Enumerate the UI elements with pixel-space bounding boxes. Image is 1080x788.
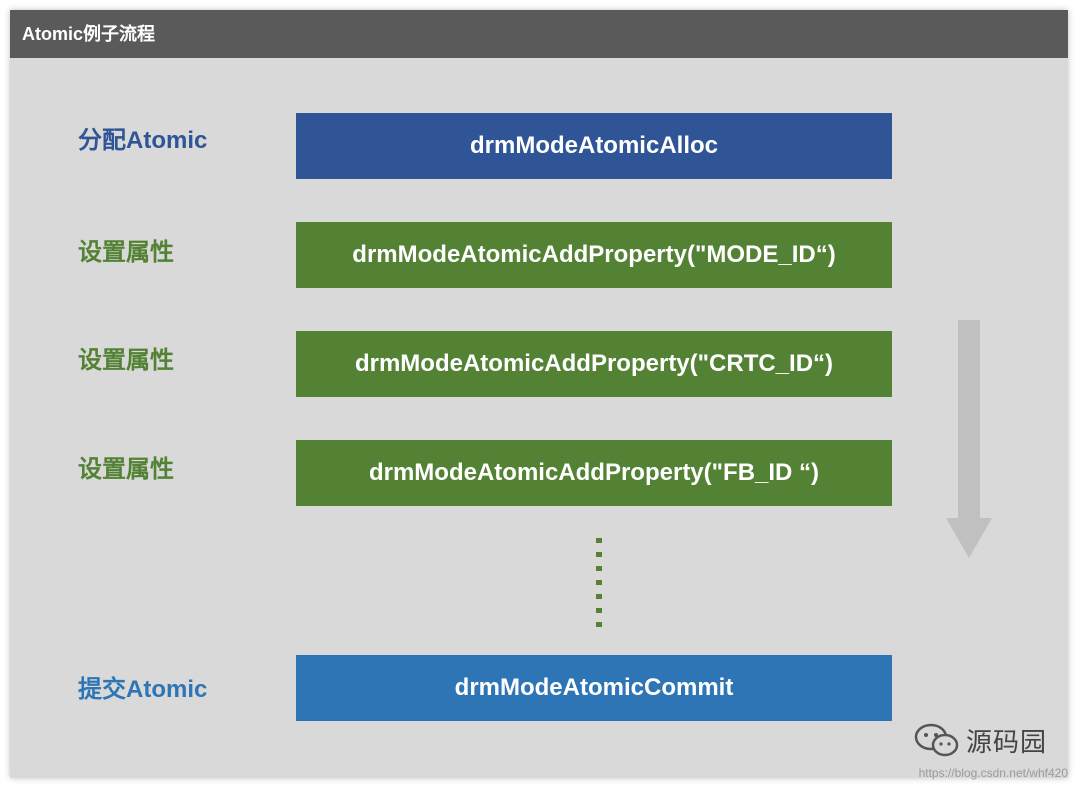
step-label-set-mode-id: 设置属性	[78, 239, 174, 266]
ellipsis-dots	[596, 538, 602, 628]
down-arrow-icon	[946, 320, 992, 558]
step-box-set-crtc-id: drmModeAtomicAddProperty("CRTC_ID“)	[296, 331, 892, 397]
step-label-set-crtc-id: 设置属性	[78, 347, 174, 374]
watermark-url: https://blog.csdn.net/whf420	[918, 766, 1068, 780]
step-box-alloc: drmModeAtomicAlloc	[296, 113, 892, 179]
step-box-set-mode-id: drmModeAtomicAddProperty("MODE_ID“)	[296, 222, 892, 288]
diagram-title: Atomic例子流程	[22, 24, 156, 44]
step-label-commit: 提交Atomic	[78, 676, 208, 703]
wechat-icon	[914, 723, 959, 757]
watermark-name: 源码园	[966, 726, 1048, 757]
step-label-alloc: 分配Atomic	[78, 127, 208, 154]
watermark: 源码园	[914, 722, 1047, 758]
step-label-set-fb-id: 设置属性	[78, 456, 174, 483]
step-box-commit: drmModeAtomicCommit	[296, 655, 892, 721]
step-box-set-fb-id: drmModeAtomicAddProperty("FB_ID “)	[296, 440, 892, 506]
title-bar: Atomic例子流程	[10, 10, 1068, 58]
